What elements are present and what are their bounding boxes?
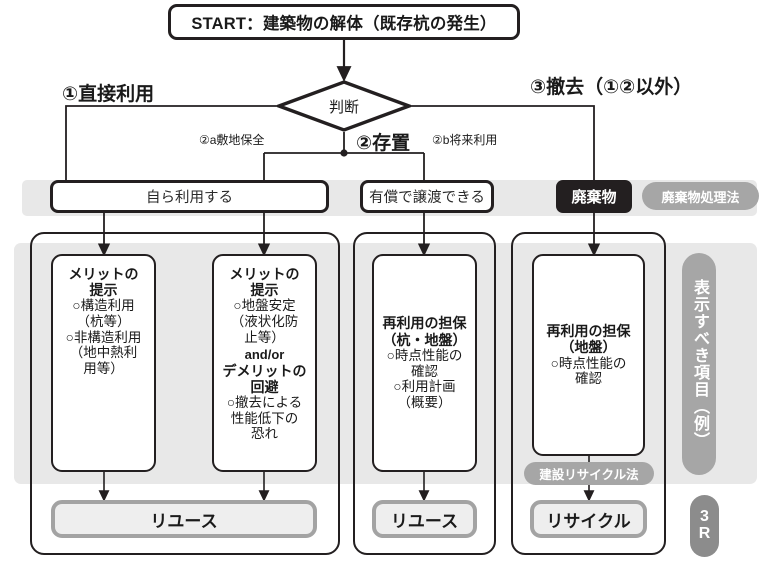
- item-line: ○利用計画: [393, 379, 456, 395]
- item2-line: 性能低下の: [230, 410, 299, 426]
- item-line: ○時点性能の: [550, 355, 627, 371]
- item-line: 確認: [411, 363, 438, 379]
- heading-line-2: 提示: [89, 282, 118, 299]
- content-box-reuse-ground: 再利用の担保 （地盤） ○時点性能の 確認: [532, 254, 645, 456]
- heading-line-1: 再利用の担保: [546, 323, 631, 340]
- item2-line: 恐れ: [251, 426, 278, 442]
- result-box-reuse-2: リユース: [372, 500, 477, 538]
- item-line: ○非構造利用: [65, 329, 142, 345]
- group-container-self-use: [30, 232, 340, 555]
- heading-line-1: 再利用の担保: [382, 315, 467, 332]
- badge-3r-line2: R: [698, 525, 711, 542]
- item-line: （概要）: [397, 394, 452, 410]
- branch-label-removal: ③撤去（①②以外）: [530, 77, 693, 98]
- side-label-items-to-display: 表示すべき項目（例）: [682, 253, 716, 475]
- branch-label-direct-use: ①直接利用: [62, 84, 155, 105]
- start-box: START：建築物の解体（既存杭の発生）: [168, 4, 520, 40]
- branch-label-site-preservation: ②a敷地保全: [199, 133, 265, 147]
- branch-label-future-use: ②b将来利用: [432, 133, 498, 147]
- pill-waste-disposal-law: 廃棄物処理法: [642, 182, 759, 210]
- group-container-waste: [511, 232, 666, 555]
- box-paid-transfer: 有償で譲渡できる: [360, 180, 494, 213]
- item-line: ○時点性能の: [386, 347, 463, 363]
- heading-line-2: （地盤）: [560, 339, 617, 356]
- heading-line-2: 提示: [250, 282, 279, 299]
- item-line: 確認: [575, 371, 602, 387]
- badge-3r: 3 R: [690, 495, 719, 557]
- heading-line-1: メリットの: [229, 266, 300, 282]
- decision-diamond: 判断: [277, 80, 411, 132]
- item-line: （液状化防: [230, 314, 299, 330]
- heading2-line-1: デメリットの: [222, 362, 307, 379]
- result-box-recycle: リサイクル: [530, 500, 647, 538]
- result-box-reuse-1: リユース: [51, 500, 317, 538]
- badge-3r-line1: 3: [700, 508, 709, 526]
- diamond-shape: [277, 80, 411, 132]
- item-line: （地中熱利: [69, 345, 138, 361]
- item-line: 用等）: [83, 361, 124, 377]
- box-waste: 廃棄物: [556, 180, 632, 213]
- heading2-line-2: 回避: [250, 378, 279, 395]
- content-box-merit-ground: メリットの 提示 ○地盤安定 （液状化防 止等） and/or デメリットの 回…: [212, 254, 317, 472]
- decision-label: 判断: [328, 98, 359, 116]
- content-box-reuse-pile-ground: 再利用の担保 （杭・地盤） ○時点性能の 確認 ○利用計画 （概要）: [372, 254, 477, 472]
- item2-line: ○撤去による: [226, 394, 303, 410]
- item-line: 止等）: [244, 329, 285, 345]
- box-self-use: 自ら利用する: [50, 180, 329, 213]
- item-line: ○地盤安定: [233, 298, 296, 314]
- pill-construction-recycling-law: 建設リサイクル法: [524, 462, 654, 485]
- heading-line-2: （杭・地盤）: [382, 331, 467, 348]
- heading-line-1: メリットの: [68, 266, 139, 282]
- content-box-merit-structural: メリットの 提示 ○構造利用 （杭等） ○非構造利用 （地中熱利 用等）: [51, 254, 156, 472]
- item-line: （杭等）: [76, 314, 131, 330]
- item-line: ○構造利用: [72, 298, 135, 314]
- branch-label-retain: ②存置: [356, 133, 411, 154]
- connector-and-or: and/or: [244, 347, 285, 363]
